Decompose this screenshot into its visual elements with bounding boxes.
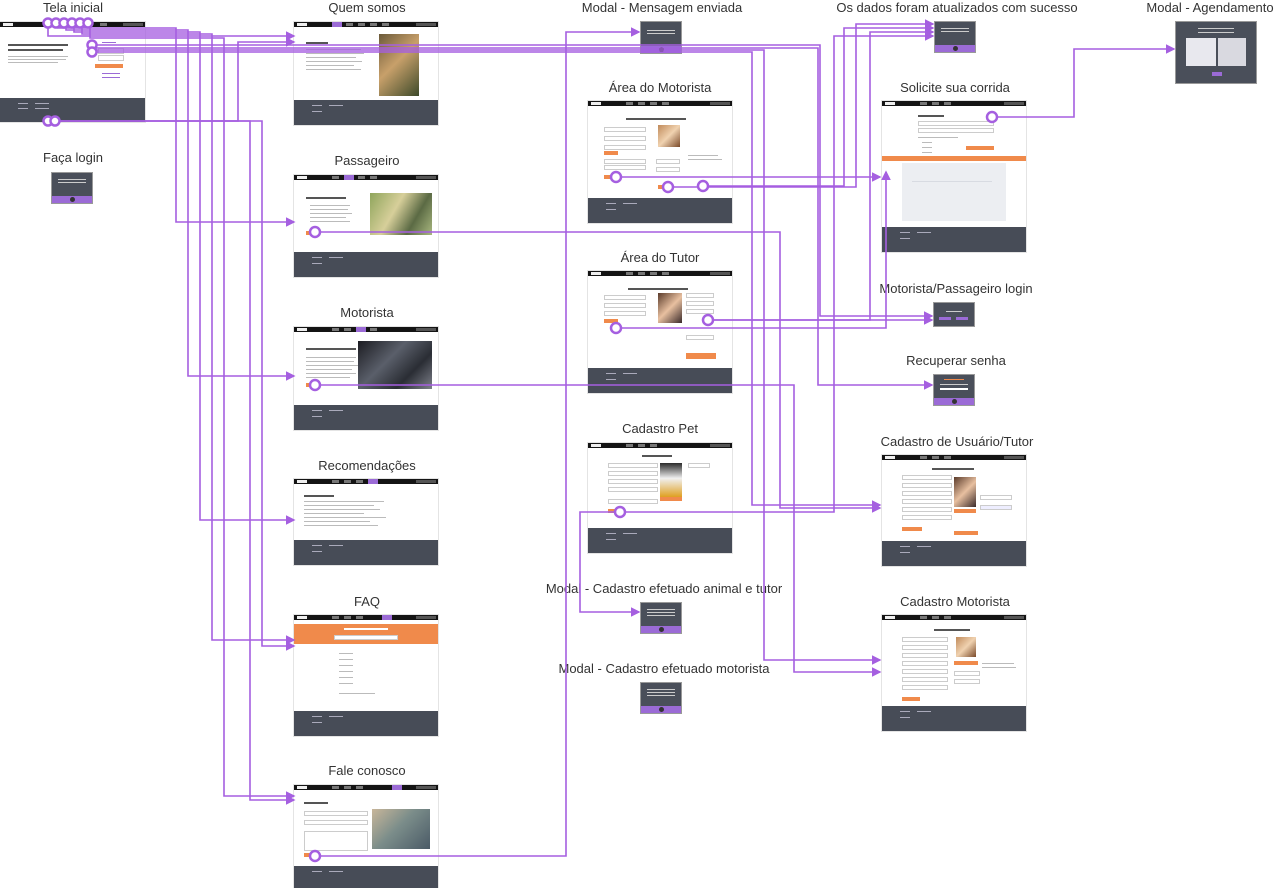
link-footer-fale [55, 120, 296, 805]
hotspot-area-tutor-2 [701, 313, 715, 327]
label-solicite-corrida: Solicite sua corrida [900, 80, 1010, 95]
label-faca-login: Faça login [43, 150, 103, 165]
screen-solicite-corrida[interactable] [882, 101, 1026, 252]
label-recomendacoes: Recomendações [318, 458, 416, 473]
hotspot-footer-2 [49, 115, 61, 127]
link-footer-faq [48, 120, 296, 651]
screen-fale-conosco[interactable] [294, 785, 438, 888]
label-passageiro: Passageiro [334, 153, 400, 168]
label-modal-cadastro-motorista: Modal - Cadastro efetuado motorista [558, 661, 770, 676]
link-to-recuperar-senha [92, 47, 934, 390]
label-modal-agendamento: Modal - Agendamento [1146, 0, 1274, 15]
label-motorista: Motorista [340, 305, 394, 320]
link-area-motorista-to-dados [668, 19, 935, 188]
hotspot-area-motorista-2 [661, 180, 675, 194]
hotspot-area-motorista-1 [609, 170, 623, 184]
link-motorista-to-cadastro [315, 384, 882, 677]
label-recuperar-senha: Recuperar senha [906, 353, 1006, 368]
link-to-recomendacoes [73, 23, 296, 525]
label-fale-conosco: Fale conosco [328, 763, 406, 778]
screen-motorista[interactable] [294, 327, 438, 430]
screen-recomendacoes[interactable] [294, 479, 438, 565]
screen-quem-somos[interactable] [294, 22, 438, 125]
label-cadastro-motorista: Cadastro Motorista [900, 594, 1010, 609]
hotspot-cadastro-pet [613, 505, 627, 519]
hotspot-nav-6 [82, 17, 94, 29]
hotspot-motorista [308, 378, 322, 392]
link-footer-quem [48, 37, 296, 122]
link-cadastro-pet-to-modal [579, 511, 641, 617]
link-to-motorista-passageiro-login [92, 44, 934, 321]
link-area-tutor-to-cadastro-pet [616, 170, 891, 329]
screen-cadastro-motorista[interactable] [882, 615, 1026, 731]
label-modal-cadastro-animal: Modal - Cadastro efetuado animal e tutor [545, 581, 783, 596]
modal-dados-atualizados[interactable] [935, 22, 975, 52]
link-cadastro-pet-to-dados [620, 31, 935, 513]
modal-motorista-passageiro-login[interactable] [934, 303, 974, 326]
screen-area-motorista[interactable] [588, 101, 732, 223]
link-to-motorista [65, 23, 296, 381]
link-solicite-to-agendamento [992, 44, 1176, 118]
link-area-motorista-to-dados-2 [703, 23, 935, 187]
label-area-tutor: Área do Tutor [620, 250, 700, 265]
screen-passageiro[interactable] [294, 175, 438, 277]
link-to-area-motorista-from-login [92, 49, 882, 665]
label-quem-somos: Quem somos [328, 0, 406, 15]
label-area-motorista: Área do Motorista [608, 80, 712, 95]
hotspot-area-motorista-3 [696, 179, 710, 193]
modal-cadastro-animal[interactable] [641, 603, 681, 633]
link-fale-to-modal-mensagem [315, 27, 641, 857]
hotspot-passageiro [308, 225, 322, 239]
link-passageiro-to-cadastro [315, 231, 882, 513]
screen-cadastro-usuario-tutor[interactable] [882, 455, 1026, 566]
label-tela-inicial: Tela inicial [43, 0, 103, 15]
label-cadastro-pet: Cadastro Pet [622, 421, 698, 436]
label-faq: FAQ [353, 594, 381, 609]
label-modal-mensagem-enviada: Modal - Mensagem enviada [581, 0, 743, 15]
link-to-fale-conosco [89, 23, 296, 801]
link-to-faq [81, 23, 296, 645]
modal-recuperar-senha[interactable] [934, 375, 974, 405]
screen-area-tutor[interactable] [588, 271, 732, 393]
hotspot-solicite [985, 110, 999, 124]
modal-faca-login[interactable] [52, 173, 92, 203]
screen-tela-inicial[interactable] [0, 22, 145, 122]
hotspot-login-2 [86, 46, 98, 58]
link-to-cadastro-usuario [92, 51, 882, 510]
modal-cadastro-motorista[interactable] [641, 683, 681, 713]
hotspot-area-tutor-1 [609, 321, 623, 335]
hotspot-fale-conosco [308, 849, 322, 863]
modal-agendamento[interactable] [1176, 22, 1256, 83]
screen-cadastro-pet[interactable] [588, 443, 732, 553]
label-motorista-passageiro-login: Motorista/Passageiro login [879, 281, 1033, 296]
screen-faq[interactable] [294, 615, 438, 736]
label-cadastro-usuario-tutor: Cadastro de Usuário/Tutor [880, 434, 1034, 449]
label-dados-atualizados: Os dados foram atualizados com sucesso [836, 0, 1078, 15]
